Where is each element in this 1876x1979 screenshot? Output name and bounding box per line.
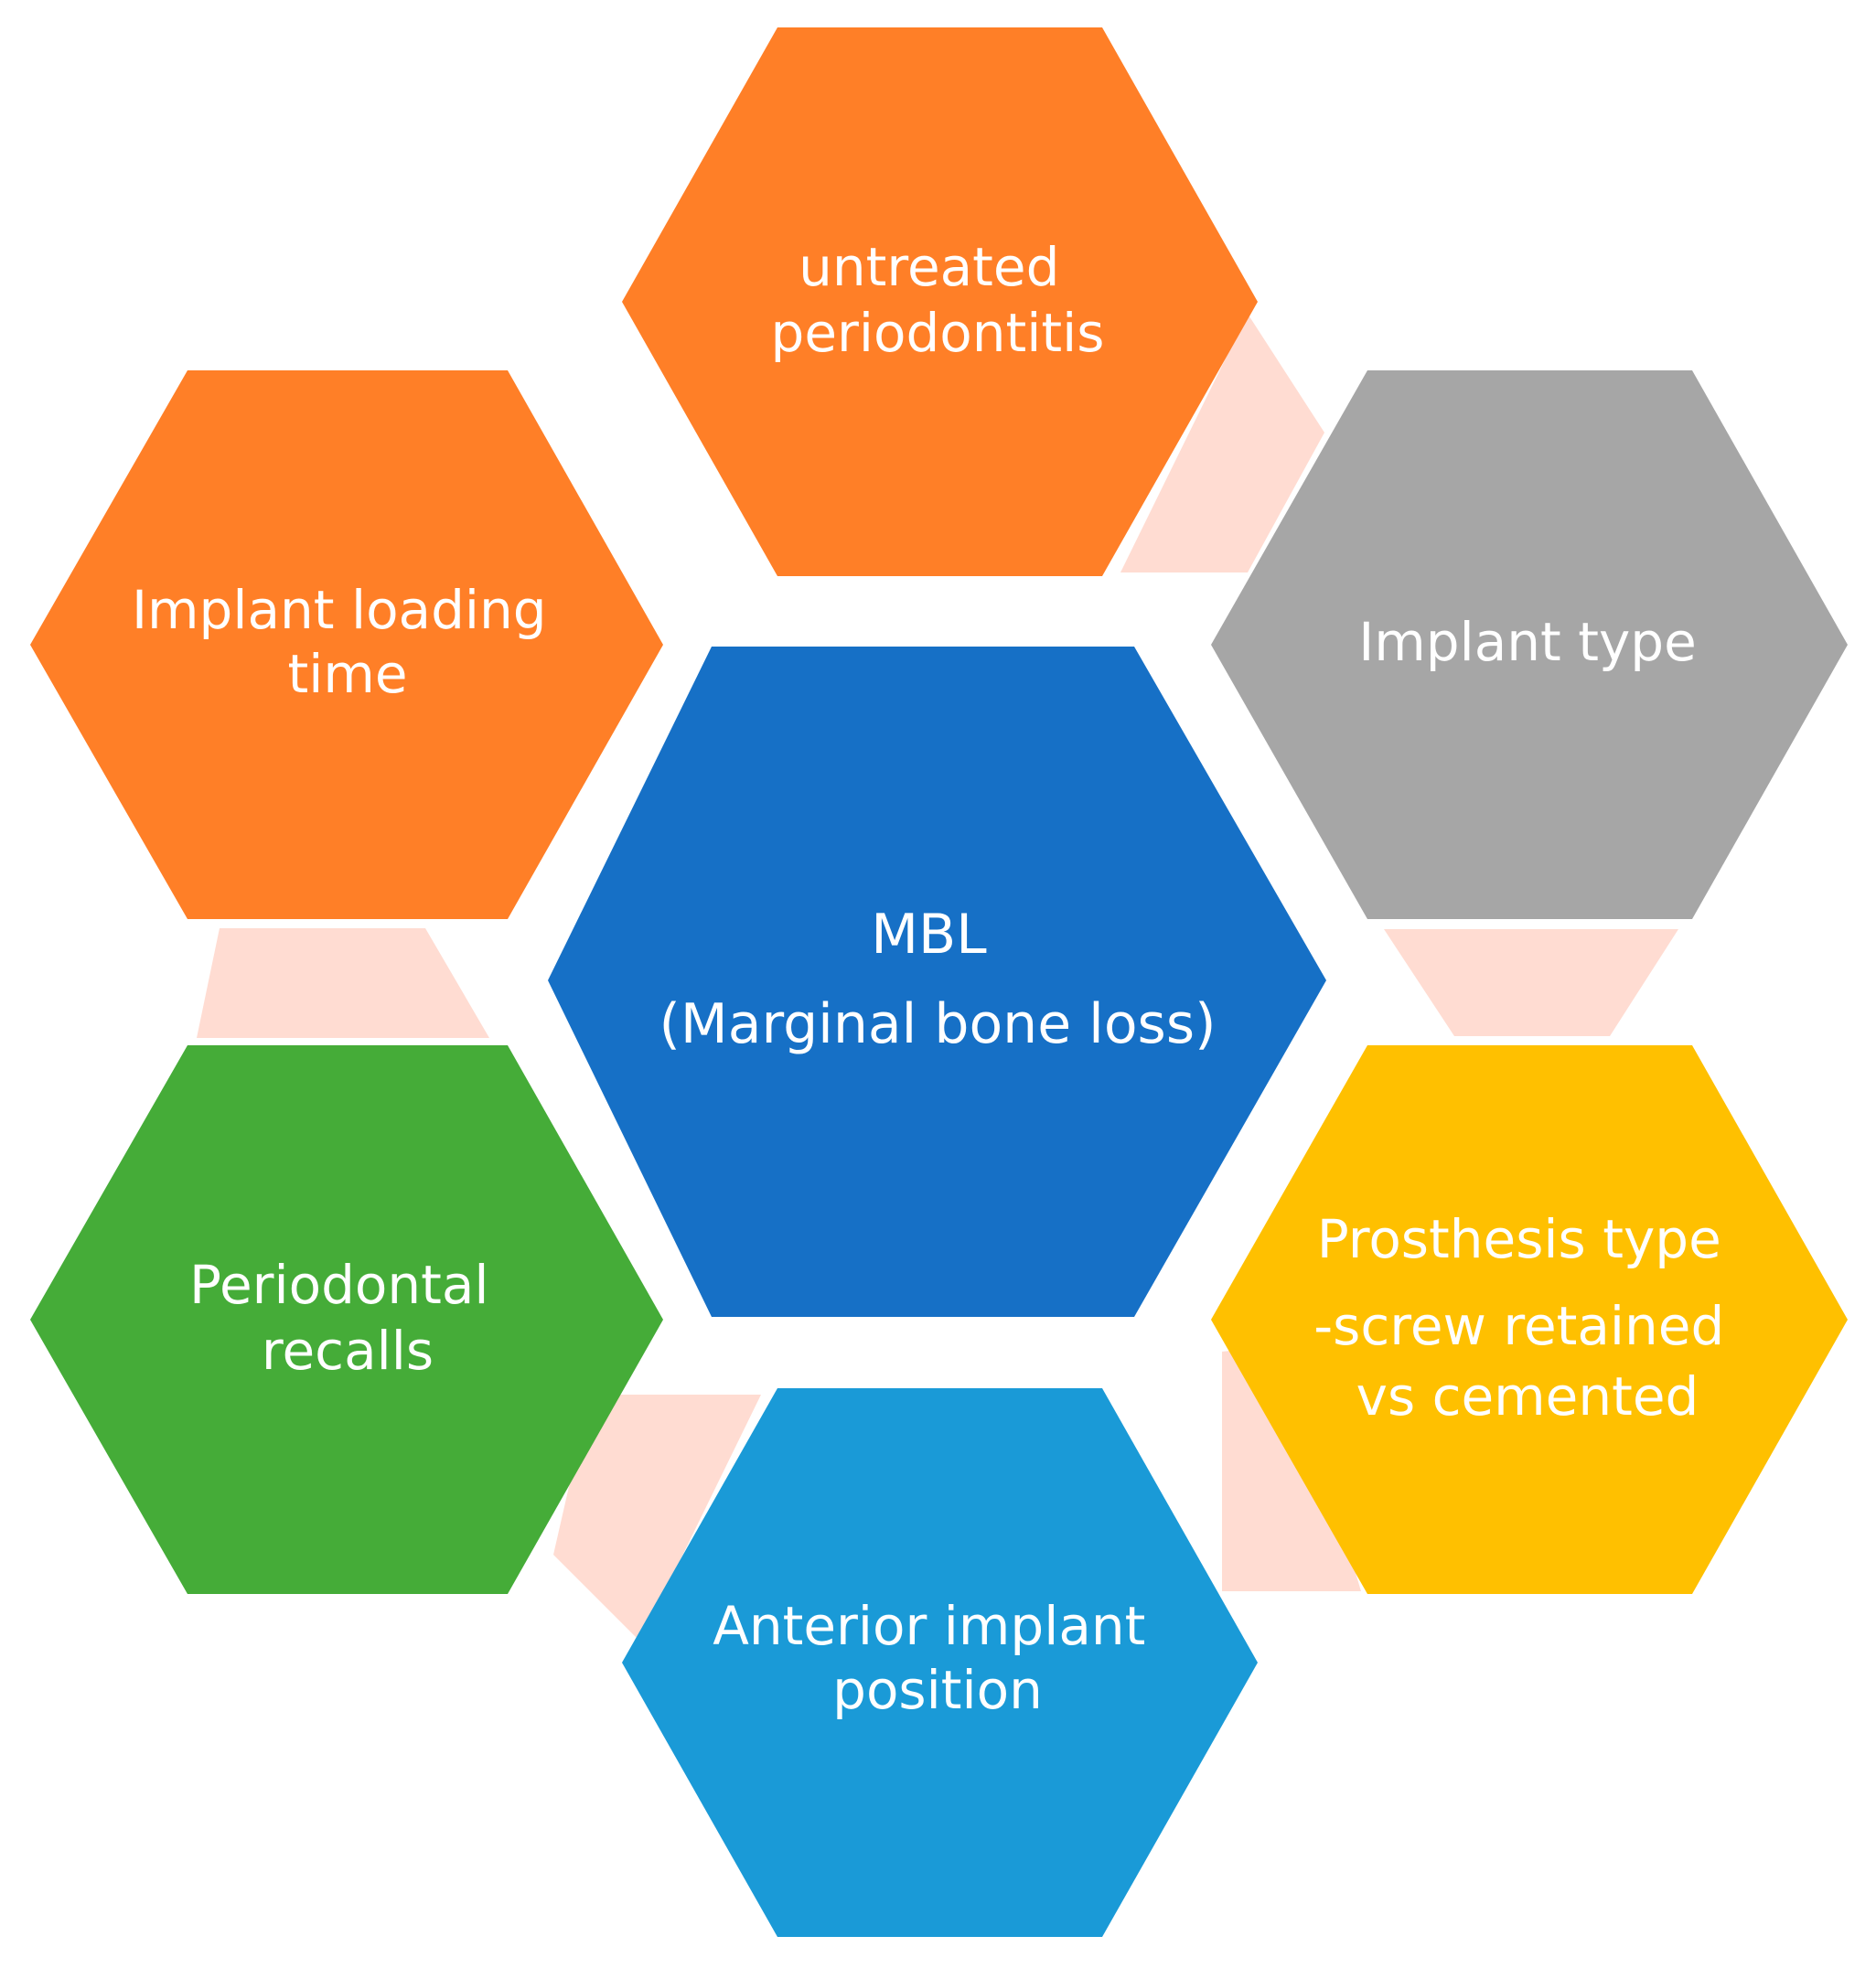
implant-loading-time-line-1: Implant loading — [132, 579, 547, 641]
prosthesis-type-line-3: vs cemented — [1356, 1365, 1699, 1428]
anterior-implant-position-line-1: Anterior implant — [713, 1595, 1145, 1657]
connector-bottom-left — [553, 1395, 761, 1642]
hex-periodontal-recalls-shape — [30, 1045, 663, 1594]
hex-anterior-implant-position: Anterior implant position — [622, 1388, 1258, 1937]
connector-right — [1384, 929, 1678, 1036]
hex-untreated-periodontitis: untreated periodontitis — [622, 27, 1258, 576]
hex-periodontal-recalls: Periodontal recalls — [30, 1045, 663, 1594]
center-label-line-2: (Marginal bone loss) — [659, 992, 1217, 1056]
hex-prosthesis-type-shape — [1211, 1045, 1848, 1594]
hex-center-shape — [548, 647, 1326, 1317]
prosthesis-type-line-2: -screw retained — [1313, 1295, 1724, 1357]
connector-bottom-right — [1222, 1344, 1361, 1591]
connector-left — [197, 928, 489, 1038]
periodontal-recalls-line-2: recalls — [262, 1320, 434, 1382]
svg-text:Anterior implant positio: Anterior implant position — [713, 1595, 1163, 1721]
svg-text:Implant loading time: Implant loading time — [132, 579, 563, 705]
hex-implant-type-shape — [1211, 370, 1848, 919]
implant-loading-time-line-2: time — [287, 643, 407, 705]
svg-text:untreated periodontitis: untreated periodontitis — [771, 236, 1105, 364]
svg-text:Prosthesis type -screw r: Prosthesis type -screw retained vs cemen… — [1313, 1208, 1742, 1428]
connector-top-right — [1120, 314, 1324, 572]
periodontal-recalls-line-1: Periodontal — [189, 1254, 489, 1316]
hex-anterior-implant-position-shape — [622, 1388, 1258, 1937]
hex-prosthesis-type: Prosthesis type -screw retained vs cemen… — [1211, 1045, 1848, 1594]
center-label-line-1: MBL — [871, 903, 987, 967]
hex-center-mbl: MBL (Marginal bone loss) — [548, 647, 1326, 1317]
implant-type-line-1: Implant type — [1358, 611, 1697, 673]
prosthesis-type-line-1: Prosthesis type — [1317, 1208, 1721, 1270]
untreated-periodontitis-line-1: untreated — [799, 236, 1059, 298]
svg-text:Implant type: Implant type — [1358, 611, 1697, 673]
hex-implant-loading-time-shape — [30, 370, 663, 919]
hex-implant-loading-time: Implant loading time — [30, 370, 663, 919]
untreated-periodontitis-line-2: periodontitis — [771, 302, 1105, 364]
hex-untreated-periodontitis-shape — [622, 27, 1258, 576]
svg-text:Periodontal recalls: Periodontal recalls — [189, 1254, 506, 1382]
anterior-implant-position-line-2: position — [832, 1659, 1043, 1721]
hex-implant-type: Implant type — [1211, 370, 1848, 919]
svg-text:MBL (Marginal bone loss): MBL (Marginal bone loss) — [659, 903, 1217, 1056]
